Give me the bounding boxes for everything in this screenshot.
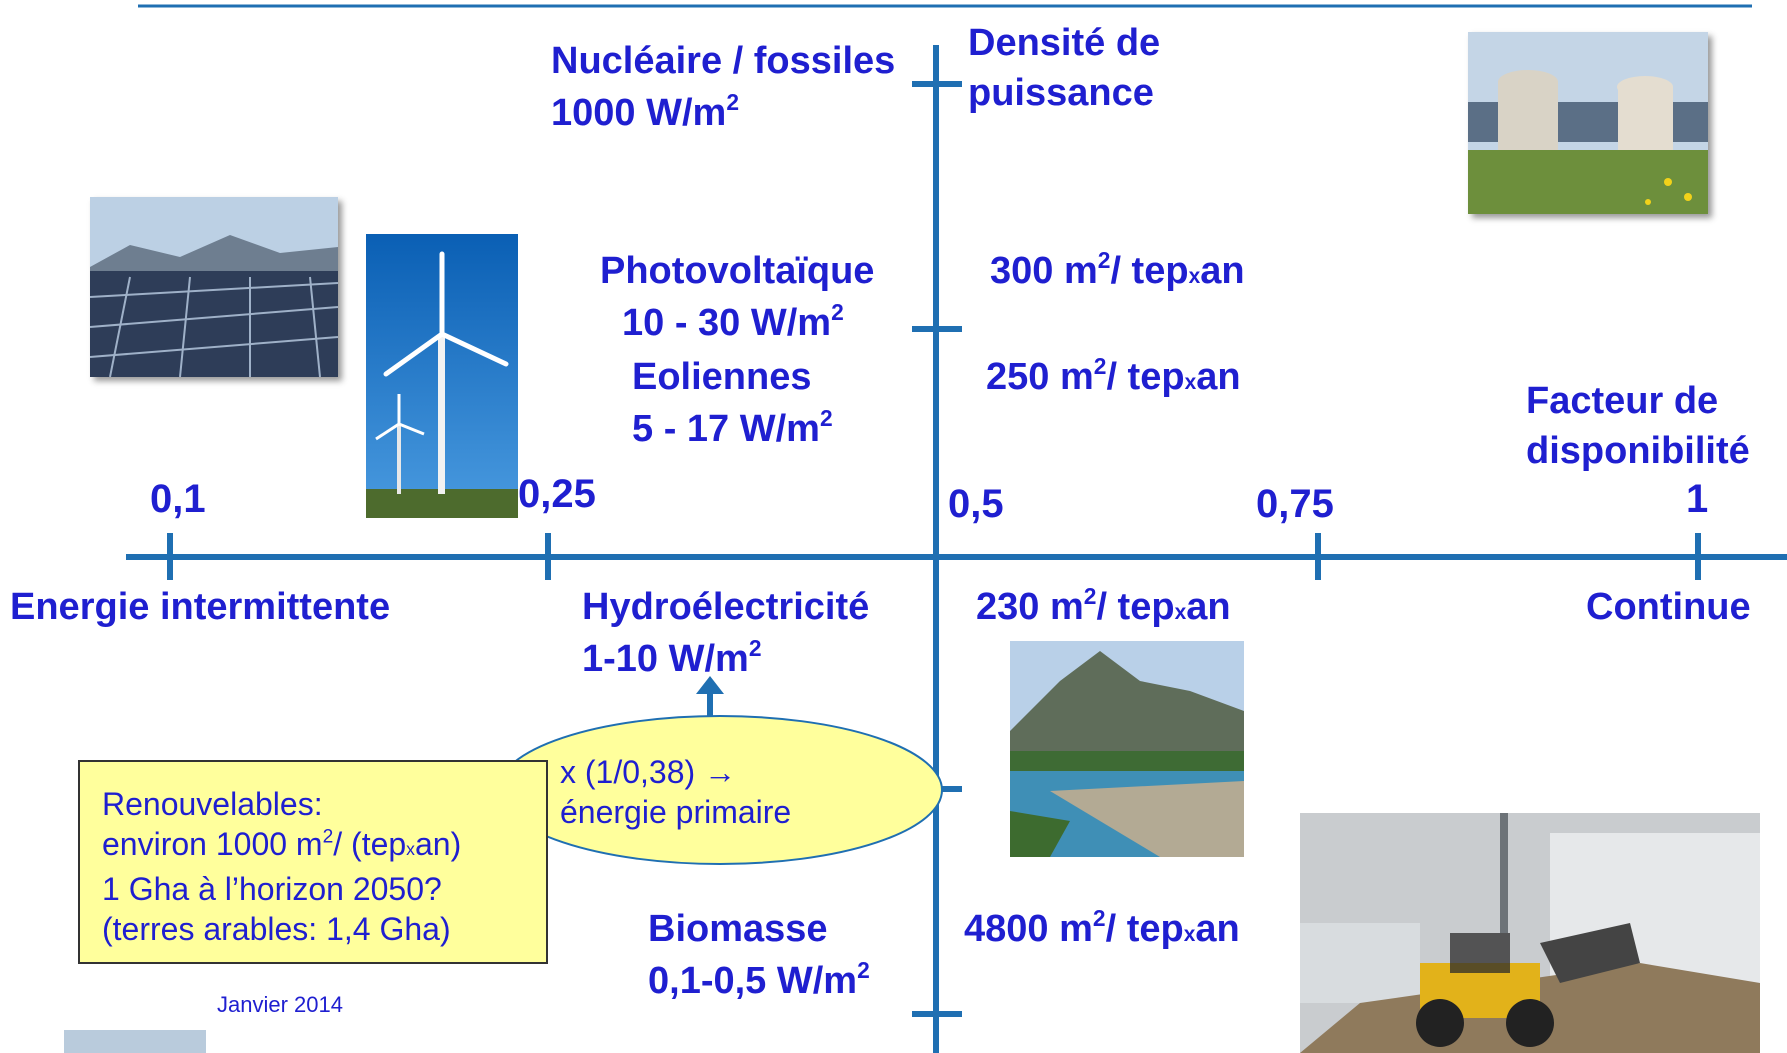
note-line-3: 1 Gha à l’horizon 2050?: [102, 871, 442, 907]
solar-panels-photo: [90, 197, 338, 377]
biomass-area: 4800 m2/ tepxan: [964, 905, 1240, 950]
tick-label-0-25: 0,25: [518, 472, 596, 516]
biomass-plant-photo: [1300, 813, 1760, 1053]
hydro-area: 230 m2/ tepxan: [976, 583, 1231, 628]
renewables-note: Renouvelables: environ 1000 m2/ (tepxan)…: [78, 760, 548, 964]
pv-area: 300 m2/ tepxan: [990, 247, 1245, 292]
axis-left-label: Energie intermittente: [10, 586, 391, 628]
axis-right-label: Continue: [1586, 586, 1751, 628]
vertical-axis-title-2: puissance: [968, 72, 1154, 114]
dam-photo: [1010, 641, 1244, 857]
biomass-title: Biomasse: [648, 908, 828, 950]
ellipse-text: x (1/0,38) → énergie primaire: [560, 752, 791, 832]
wind-turbines-photo: [366, 234, 518, 518]
arrow-head: [696, 676, 724, 694]
hydro-title: Hydroélectricité: [582, 586, 870, 628]
biomass-density: 0,1-0,5 W/m2: [648, 957, 870, 1002]
wind-density: 5 - 17 W/m2: [632, 405, 833, 450]
nuclear-density: 1000 W/m2: [551, 89, 739, 134]
footer-date: Janvier 2014: [217, 992, 343, 1017]
pv-density: 10 - 30 W/m2: [622, 299, 844, 344]
nuclear-plant-photo: [1468, 32, 1708, 214]
wind-area: 250 m2/ tepxan: [986, 353, 1241, 398]
wind-title: Eoliennes: [632, 356, 812, 398]
tick-label-1: 1: [1686, 477, 1709, 521]
hydro-density: 1-10 W/m2: [582, 635, 762, 680]
note-line-1: Renouvelables:: [102, 786, 323, 822]
nuclear-title: Nucléaire / fossiles: [551, 40, 896, 82]
ellipse-line-1: x (1/0,38) →: [560, 754, 737, 790]
vertical-axis-title-1: Densité de: [968, 22, 1161, 64]
horizontal-axis-title-2: disponibilité: [1526, 430, 1750, 472]
note-line-4: (terres arables: 1,4 Gha): [102, 911, 451, 947]
corner-block: [64, 1030, 206, 1053]
tick-label-0-75: 0,75: [1256, 482, 1334, 526]
ellipse-line-2: énergie primaire: [560, 794, 792, 830]
tick-label-0-5: 0,5: [948, 482, 1004, 526]
horizontal-axis-title-1: Facteur de: [1526, 380, 1719, 422]
pv-title: Photovoltaïque: [600, 250, 875, 292]
tick-label-0-1: 0,1: [150, 477, 206, 521]
note-line-2: environ 1000 m2/ (tepxan): [102, 826, 462, 862]
